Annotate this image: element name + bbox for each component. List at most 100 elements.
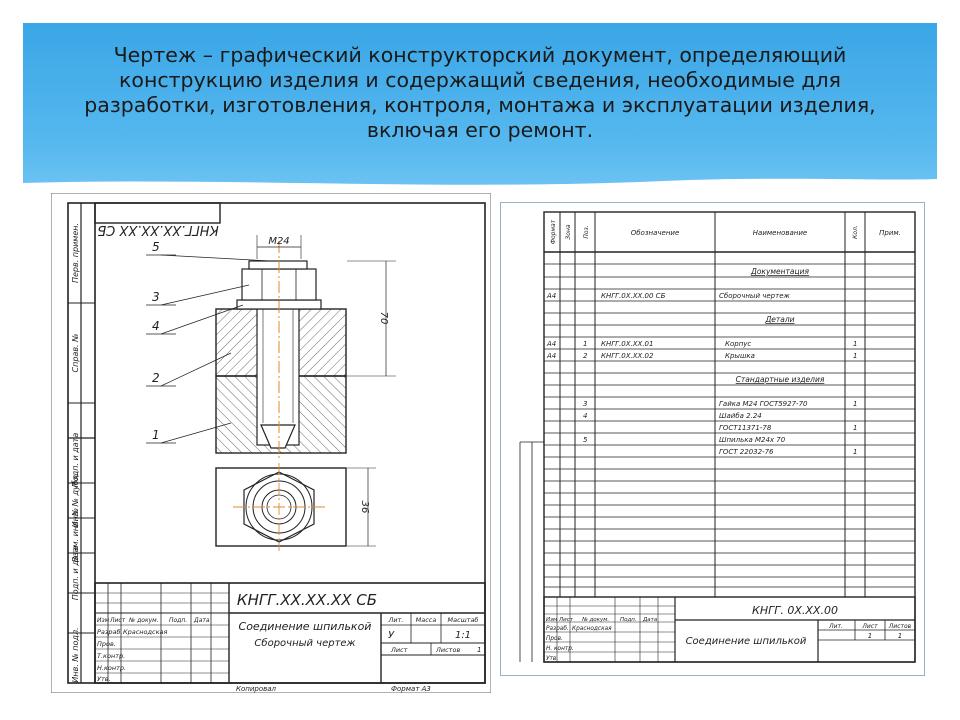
leader-5: 5 [152,240,160,254]
drawing-type: Сборочный чертеж [254,637,355,649]
spec-cell: Сборочный чертеж [719,292,790,300]
spec-cell: А4 [546,340,556,348]
spec-col-header: Лист [558,617,574,623]
mirrored-stamp: КНГГ.ХХ.ХХ.ХХ СБ [97,222,219,237]
col-header: Подп. [169,617,187,624]
height-dimension: 70 [378,312,389,325]
role-developer: Разраб. [97,628,123,636]
scale-value: 1:1 [455,630,471,641]
spec-cell: А4 [546,292,556,300]
role-checker: Пров. [97,640,116,648]
title-block [94,582,486,684]
role-ncontrol: Н.контр. [97,664,126,672]
assembly-drawing: Перв. примен. Справ. № Подп. и дата Инв.… [51,193,491,693]
spec-lit-header: Лит. [828,623,843,630]
spec-cell: 1 [853,424,857,432]
leader-4: 4 [152,319,160,333]
spec-cell: Гайка М24 ГОСТ5927-70 [719,400,808,408]
spec-header-pos: Поз. [583,225,590,238]
spec-cell: 2 [583,352,588,360]
side-label: Подп. и дата [71,546,80,601]
spec-col-header: № докум. [581,617,609,623]
spec-cell: ГОСТ11371-78 [719,424,772,432]
spec-sheet-header: Лист [861,623,878,630]
spec-cell: 1 [853,352,857,360]
spec-cell: КНГГ.0Х.ХХ.02 [601,352,654,360]
title-line: включая его ремонт. [366,118,594,142]
side-label: Справ. № [71,334,80,373]
col-header: Лист [109,617,126,624]
spec-role: Разраб. [546,626,569,632]
spec-cell: Крышка [725,352,755,360]
spec-name: Соединение шпилькой [686,636,807,647]
spec-title-block [543,596,916,663]
title-line: разработки, изготовления, контроля, монт… [84,93,876,117]
leader-2: 2 [152,371,160,385]
section-standard: Стандартные изделия [736,375,825,384]
col-header: Изм [97,617,110,624]
spec-role: Утв. [546,656,558,662]
spec-role: Пров. [546,636,563,642]
drawing-name: Соединение шпилькой [239,620,372,633]
spec-cell: 1 [853,340,857,348]
footer-format: Формат А3 [391,685,431,693]
col-header: Дата [193,617,210,624]
spec-cell: 4 [583,412,587,420]
side-label: Перв. примен. [71,223,80,283]
spec-sheets-header: Листов [888,623,912,630]
spec-col-header: Изм [546,617,557,623]
section-documentation: Документация [750,267,810,276]
spec-cell: Корпус [725,340,751,348]
lit-value: У [388,630,395,641]
spec-cell: 1 [853,400,857,408]
spec-designation: КНГГ. 0Х.ХХ.00 [752,604,838,617]
sheet-label: Лист [390,646,408,654]
spec-cell: 3 [583,400,587,408]
footer-copied: Копировал [236,685,277,693]
developer-name: Краснодская [123,628,168,636]
side-label: Инв. № дубл. [71,473,80,528]
side-label: Подп. и дата [71,433,80,488]
mass-header: Масса [416,616,437,624]
spec-col-header: Подп. [620,617,637,623]
title-line: Чертеж – графический конструкторский док… [113,43,847,67]
spec-cell: 1 [853,448,857,456]
role-tcontrol: Т.контр. [97,652,125,660]
spec-header-designation: Обозначение [631,229,680,237]
leader-3: 3 [152,290,160,304]
sheets-label: Листов [435,646,460,654]
thread-dimension: M24 [268,236,289,247]
drawing-designation: КНГГ.ХХ.ХХ.ХХ СБ [237,591,377,609]
sheets-value: 1 [477,646,481,654]
role-approve: Утв. [97,675,111,683]
width-dimension: 36 [359,501,370,514]
section-parts: Детали [764,315,794,324]
spec-cell: 5 [583,436,588,444]
spec-sheets-value: 1 [898,632,902,640]
spec-header-note: Прим. [879,229,901,237]
spec-cell: Шайба 2.24 [719,412,762,420]
spec-sheet-value: 1 [868,632,872,640]
top-view [215,467,347,547]
scale-header: Масштаб [448,616,479,624]
lit-header: Лит. [388,616,404,624]
spec-header-name: Наименование [753,229,807,237]
spec-cell: КНГГ.0Х.ХХ.00 СБ [601,292,666,300]
spec-cell: А4 [546,352,556,360]
slide-title: Чертеж – графический конструкторский док… [60,43,900,143]
spec-header-zone: Зона [565,224,572,239]
spec-cell: 1 [583,340,587,348]
spec-cell: ГОСТ 22032-76 [719,448,774,456]
col-header: № докум. [128,617,159,624]
stud [256,308,300,446]
spec-header-qty: Кол. [852,225,859,239]
spec-grid [544,263,915,588]
title-line: конструкцию изделия и содержащий сведени… [119,68,841,92]
specification-sheet: Формат Зона Поз. Обозначение Наименовани… [500,202,925,676]
spec-developer: Краснодская [572,626,612,632]
spec-role: Н. контр. [546,646,574,652]
spec-cell: Шпилька М24х 70 [719,436,786,444]
leader-1: 1 [152,428,160,442]
spec-header-format: Формат [550,219,557,244]
spec-col-header: Дата [642,617,658,623]
